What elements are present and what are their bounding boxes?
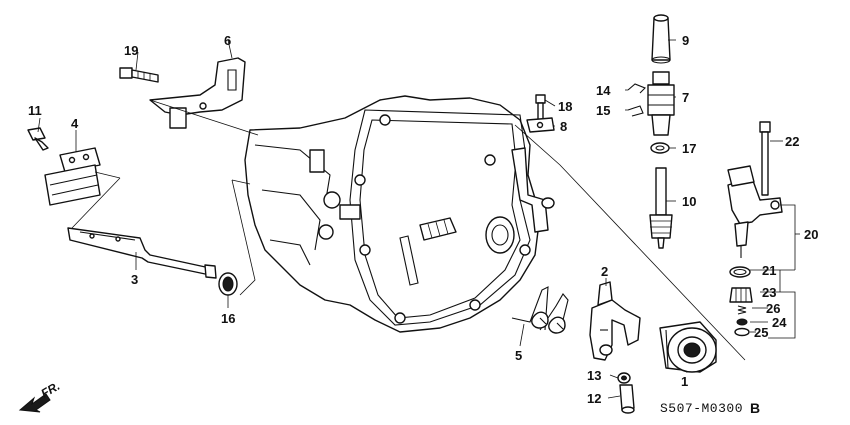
spring-part xyxy=(737,305,747,315)
callout-12: 12 xyxy=(587,391,601,406)
callout-2: 2 xyxy=(601,264,608,279)
callout-labels: 6 19 11 4 3 16 9 7 14 15 17 10 18 8 22 2… xyxy=(28,33,818,406)
callout-25: 25 xyxy=(754,325,768,340)
callout-22: 22 xyxy=(785,134,799,149)
bolt-part xyxy=(619,384,635,414)
callout-23: 23 xyxy=(762,285,776,300)
drive-shaft-part xyxy=(649,167,673,249)
pin-part xyxy=(627,105,644,117)
callout-9: 9 xyxy=(682,33,689,48)
callout-17: 17 xyxy=(682,141,696,156)
boot-part xyxy=(44,147,101,206)
callout-11: 11 xyxy=(28,103,42,118)
callout-24: 24 xyxy=(772,315,787,330)
callout-15: 15 xyxy=(596,103,610,118)
clutch-housing xyxy=(244,95,555,333)
callout-13: 13 xyxy=(587,368,601,383)
callout-10: 10 xyxy=(682,194,696,209)
callout-8: 8 xyxy=(560,119,567,134)
callout-18: 18 xyxy=(558,99,572,114)
callout-1: 1 xyxy=(681,374,688,389)
shaft-part xyxy=(67,227,217,279)
callout-16: 16 xyxy=(221,311,235,326)
washer-part xyxy=(734,327,750,337)
gear-part xyxy=(729,287,753,303)
seal-part xyxy=(729,266,751,278)
bolt-part xyxy=(759,121,771,196)
callout-14: 14 xyxy=(596,83,611,98)
speed-sensor-part xyxy=(727,165,783,258)
washer-part xyxy=(650,142,670,154)
callout-4: 4 xyxy=(71,116,79,131)
release-fork-part xyxy=(589,281,641,361)
bolt-part xyxy=(119,67,159,83)
callout-20: 20 xyxy=(804,227,818,242)
callout-19: 19 xyxy=(124,43,138,58)
holder-part xyxy=(647,71,675,136)
release-bearing-part xyxy=(659,321,717,373)
bracket-part xyxy=(149,57,246,129)
clip-part xyxy=(627,83,646,94)
part-code-text: S507-M0300 xyxy=(660,401,743,416)
callout-21: 21 xyxy=(762,263,776,278)
callout-7: 7 xyxy=(682,90,689,105)
callout-5: 5 xyxy=(515,348,522,363)
seal-part xyxy=(218,272,238,296)
callout-3: 3 xyxy=(131,272,138,287)
part-code: S507-M0300 B xyxy=(660,400,760,416)
sleeve-part xyxy=(651,14,671,64)
washer-part xyxy=(736,318,748,326)
front-arrow-icon: FR. xyxy=(18,379,62,413)
leader-lines xyxy=(37,39,800,399)
callout-26: 26 xyxy=(766,301,780,316)
spring-part xyxy=(511,286,569,334)
part-code-suffix: B xyxy=(750,400,760,416)
washer-part xyxy=(617,372,631,384)
callout-6: 6 xyxy=(224,33,231,48)
bolt-part xyxy=(27,127,49,151)
plate-part xyxy=(526,117,555,133)
